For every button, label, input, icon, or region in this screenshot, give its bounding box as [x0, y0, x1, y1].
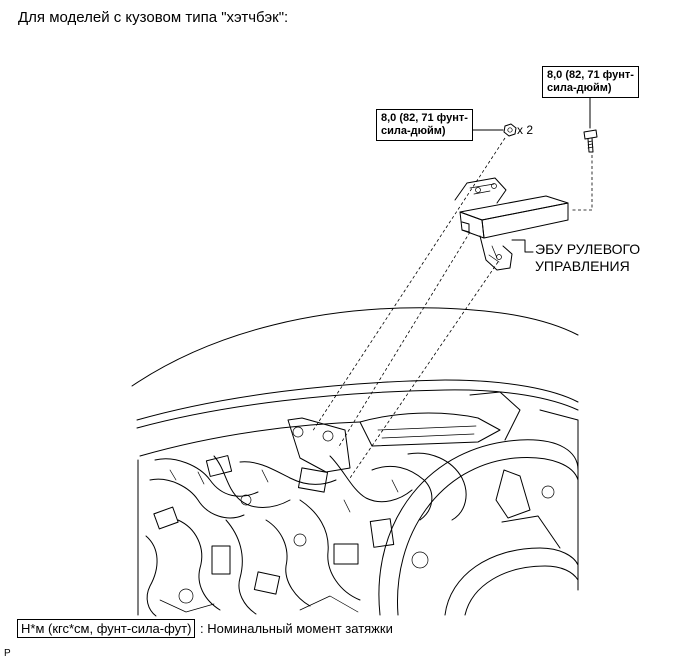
torque-spec-bolt: 8,0 (82, 71 фунт- сила-дюйм) [542, 66, 639, 98]
torque-spec-bolt-line2: сила-дюйм) [547, 82, 612, 94]
torque-spec-nut: 8,0 (82, 71 фунт- сила-дюйм) [376, 109, 473, 141]
torque-spec-nut-line2: сила-дюйм) [381, 125, 446, 137]
leader-line-ecu [511, 239, 534, 253]
wiring-harness-icon [145, 452, 467, 617]
nut-icon [503, 123, 517, 137]
alignment-line-bracket [337, 231, 471, 449]
torque-legend-description: : Номинальный момент затяжки [200, 621, 393, 636]
steering-ecu-icon [454, 177, 569, 271]
alignment-line-nut [311, 137, 506, 433]
torque-unit-legend-box: Н*м (кгс*см, фунт-сила-фут) [17, 619, 196, 638]
torque-spec-nut-line1: 8,0 (82, 71 фунт- [381, 112, 468, 124]
ecu-label: ЭБУ РУЛЕВОГО УПРАВЛЕНИЯ [535, 241, 640, 275]
alignment-line-bolt [570, 155, 593, 211]
page-title: Для моделей с кузовом типа "хэтчбэк": [18, 9, 289, 26]
dashboard-icon [131, 307, 579, 616]
torque-spec-bolt-line1: 8,0 (82, 71 фунт- [547, 69, 634, 81]
corner-mark: P [4, 648, 11, 659]
ecu-label-line2: УПРАВЛЕНИЯ [535, 258, 630, 274]
bolt-icon [583, 129, 598, 153]
ecu-label-line1: ЭБУ РУЛЕВОГО [535, 241, 641, 257]
steering-wheel-icon [378, 439, 579, 616]
nut-quantity: x 2 [517, 123, 534, 137]
